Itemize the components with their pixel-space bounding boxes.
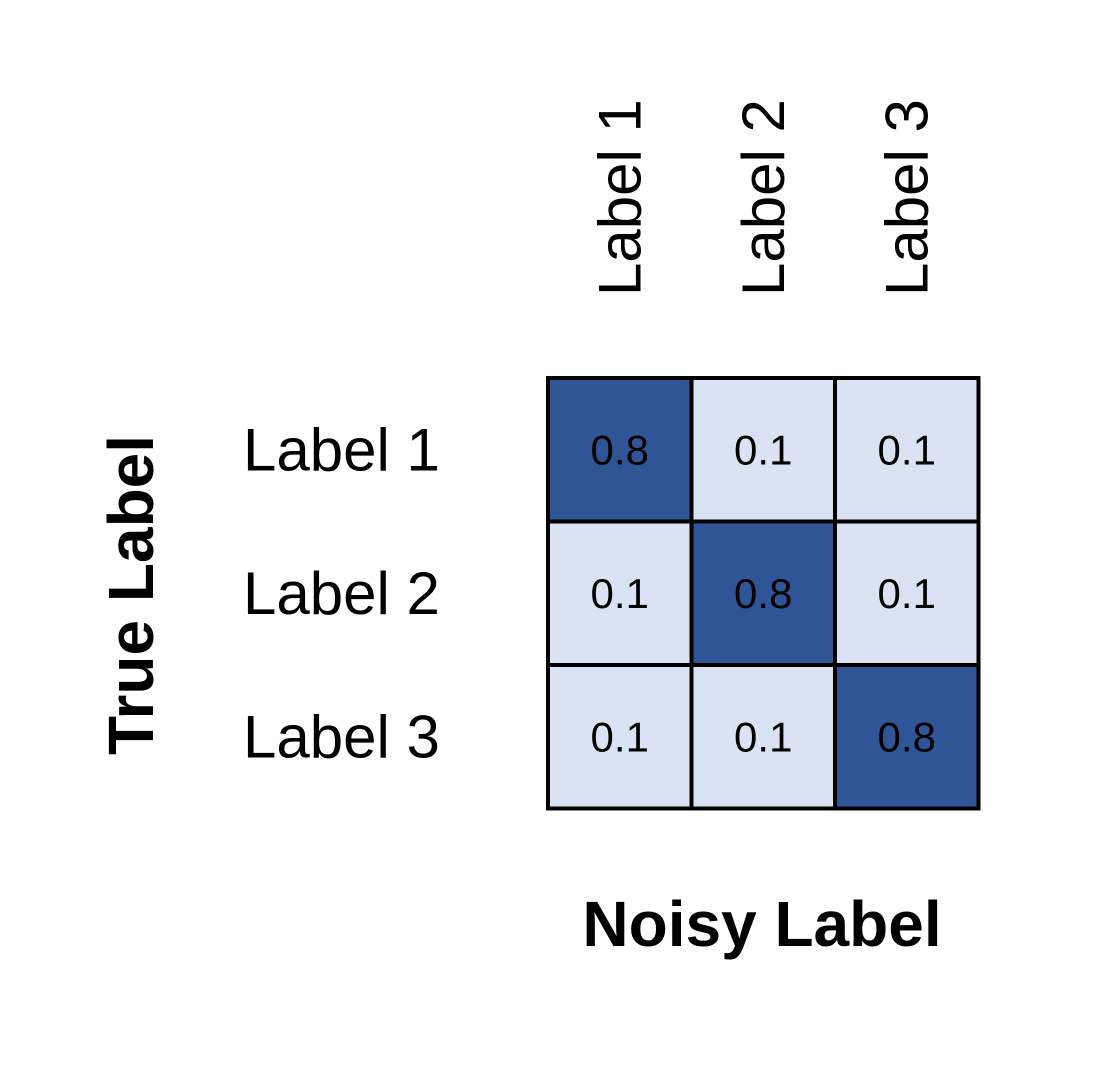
x-tick-label: Label 3 <box>873 99 940 296</box>
heatmap-cell-value: 0.1 <box>878 426 936 473</box>
x-axis-title: Noisy Label <box>582 888 941 960</box>
y-tick-label: Label 1 <box>243 416 440 483</box>
heatmap-cell <box>546 663 694 811</box>
heatmap-cells <box>546 376 981 811</box>
heatmap-cell-value: 0.8 <box>591 426 649 473</box>
heatmap-cell-labels: 0.8 0.1 0.1 0.1 0.8 0.1 0.1 0.1 0.8 <box>591 426 936 760</box>
heatmap-cell-value: 0.1 <box>734 426 792 473</box>
x-tick-label: Label 2 <box>730 99 797 296</box>
x-tick-labels: Label 1 Label 2 Label 3 <box>586 99 940 296</box>
heatmap-cell-value: 0.1 <box>734 713 792 760</box>
heatmap-cell-value: 0.1 <box>591 570 649 617</box>
x-tick-label: Label 1 <box>586 99 653 296</box>
heatmap-cell <box>689 376 837 524</box>
y-axis-title: True Label <box>95 435 167 755</box>
heatmap-cell-value: 0.1 <box>591 713 649 760</box>
heatmap-cell-value: 0.1 <box>878 570 936 617</box>
heatmap-cell-value: 0.8 <box>734 570 792 617</box>
heatmap-cell <box>689 663 837 811</box>
y-tick-label: Label 2 <box>243 560 440 627</box>
heatmap-cell <box>546 376 694 524</box>
y-tick-label: Label 3 <box>243 703 440 770</box>
heatmap-cell-value: 0.8 <box>878 713 936 760</box>
heatmap-cell <box>833 663 981 811</box>
heatmap-cell <box>833 519 981 667</box>
y-tick-labels: Label 1 Label 2 Label 3 <box>243 416 440 770</box>
